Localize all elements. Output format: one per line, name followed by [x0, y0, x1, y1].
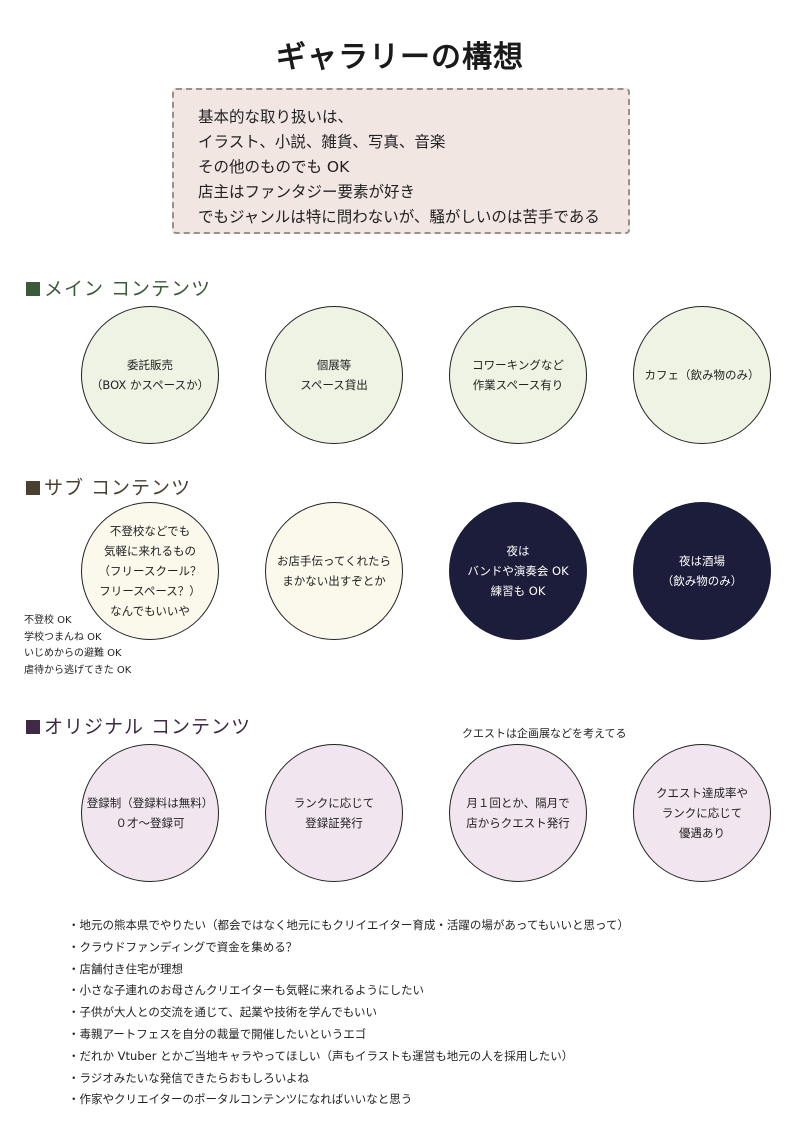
note-item: いじめからの避難 OK [24, 648, 122, 659]
bullet-item: ・地元の熊本県でやりたい（都会ではなく地元にもクリイエイター育成・活躍の場があっ… [68, 918, 629, 932]
circle-text: （フリースクール？ [98, 564, 202, 578]
circle-text: なんでもいいや [110, 604, 190, 618]
intro-line: その他のものでも OK [198, 158, 350, 176]
main-circle-exhibition: 個展等 スペース貸出 [265, 306, 403, 444]
circle-text: 月１回とか、隔月で [466, 796, 570, 810]
circle-text: カフェ（飲み物のみ） [644, 368, 760, 382]
circle-text: （BOX かスペースか） [90, 378, 210, 392]
circle-text: 個展等 [316, 358, 352, 372]
sub-heading-text: サブ コンテンツ [44, 477, 192, 499]
original-heading-text: オリジナル コンテンツ [44, 716, 252, 738]
circle-text: ランクに応じて [293, 796, 375, 810]
intro-line: 店主はファンタジー要素が好き [198, 183, 416, 201]
sub-notes: 不登校 OK 学校つまんね OK いじめからの避難 OK 虐待から逃げてきた O… [24, 613, 131, 679]
sub-circle-free-school: 不登校などでも 気軽に来れるもの （フリースクール？ フリースペース？） なんで… [81, 502, 219, 640]
circle-text: お店手伝ってくれたら [276, 554, 392, 568]
circle-text: 委託販売 [127, 358, 173, 372]
note-item: 学校つまんね OK [24, 631, 102, 643]
sub-circle-night-bar: 夜は酒場 （飲み物のみ） [633, 502, 771, 640]
circle-text: クエスト達成率や [656, 786, 748, 800]
sub-section-heading: サブ コンテンツ [26, 473, 191, 500]
square-bullet-icon [26, 282, 40, 296]
circle-text: （飲み物のみ） [661, 574, 743, 588]
circle-text: フリースペース？） [99, 584, 201, 598]
main-section-heading: メイン コンテンツ [26, 274, 211, 301]
intro-line: でもジャンルは特に問わないが、騒がしいのは苦手である [198, 208, 600, 226]
main-heading-text: メイン コンテンツ [44, 278, 212, 300]
sub-circle-helpers: お店手伝ってくれたら まかない出すぞとか [265, 502, 403, 640]
circle-text: バンドや演奏会 OK [467, 564, 569, 578]
note-item: 不登校 OK [24, 615, 72, 626]
bullet-item: ・だれか Vtuber とかご当地キャラやってほしい（声もイラストも運営も地元の… [68, 1048, 574, 1063]
bullet-item: ・ラジオみたいな発信できたらおもしろいよね [68, 1070, 310, 1085]
circle-text: 夜は [506, 544, 530, 558]
original-circle-benefits: クエスト達成率や ランクに応じて 優遇あり [633, 744, 771, 882]
circle-text: ランクに応じて [661, 806, 743, 820]
circle-text: 登録制（登録料は無料） [86, 796, 214, 810]
bullet-item: ・作家やクリエイターのポータルコンテンツになればいいなと思う [68, 1092, 413, 1107]
circle-text: 練習も OK [490, 584, 546, 598]
original-circle-registration: 登録制（登録料は無料） ０才〜登録可 [81, 744, 219, 882]
original-section-heading: オリジナル コンテンツ [26, 712, 251, 739]
circle-text: 夜は酒場 [679, 554, 725, 568]
intro-line: 基本的な取り扱いは、 [198, 108, 354, 126]
sub-circle-night-band: 夜は バンドや演奏会 OK 練習も OK [449, 502, 587, 640]
circle-text: コワーキングなど [472, 358, 564, 372]
bullet-item: ・子供が大人との交流を通じて、起業や技術を学んでもいい [68, 1005, 378, 1020]
square-bullet-icon [26, 481, 40, 495]
main-circle-cafe: カフェ（飲み物のみ） [633, 306, 771, 444]
circle-text: 不登校などでも [109, 524, 191, 538]
main-circle-consignment: 委託販売 （BOX かスペースか） [81, 306, 219, 444]
intro-box: 基本的な取り扱いは、 イラスト、小説、雑貨、写真、音楽 その他のものでも OK … [172, 88, 630, 234]
quest-note: クエストは企画展などを考えてる [462, 727, 627, 740]
bullet-item: ・店舗付き住宅が理想 [68, 961, 183, 976]
main-circle-coworking: コワーキングなど 作業スペース有り [449, 306, 587, 444]
circle-text: 店からクエスト発行 [466, 816, 570, 830]
square-bullet-icon [26, 720, 40, 734]
note-item: 虐待から逃げてきた OK [24, 664, 132, 676]
circle-text: ０才〜登録可 [115, 816, 185, 830]
intro-line: イラスト、小説、雑貨、写真、音楽 [198, 133, 446, 151]
circle-text: 優遇あり [679, 826, 725, 840]
circle-text: 気軽に来れるもの [104, 544, 196, 558]
original-circle-quest: 月１回とか、隔月で 店からクエスト発行 [449, 744, 587, 882]
bullet-item: ・小さな子連れのお母さんクリエイターも気軽に来れるようにしたい [68, 983, 425, 998]
circle-text: 作業スペース有り [472, 378, 564, 392]
page-title: ギャラリーの構想 [276, 40, 524, 75]
bullet-list: ・地元の熊本県でやりたい（都会ではなく地元にもクリイエイター育成・活躍の場があっ… [68, 915, 629, 1111]
bullet-item: ・毒親アートフェスを自分の裁量で開催したいというエゴ [68, 1026, 367, 1041]
circle-text: 登録証発行 [305, 816, 363, 830]
circle-text: スペース貸出 [300, 378, 368, 392]
original-circle-rank-card: ランクに応じて 登録証発行 [265, 744, 403, 882]
bullet-item: ・クラウドファンディングで資金を集める？ [68, 939, 298, 954]
circle-text: まかない出すぞとか [282, 574, 386, 588]
